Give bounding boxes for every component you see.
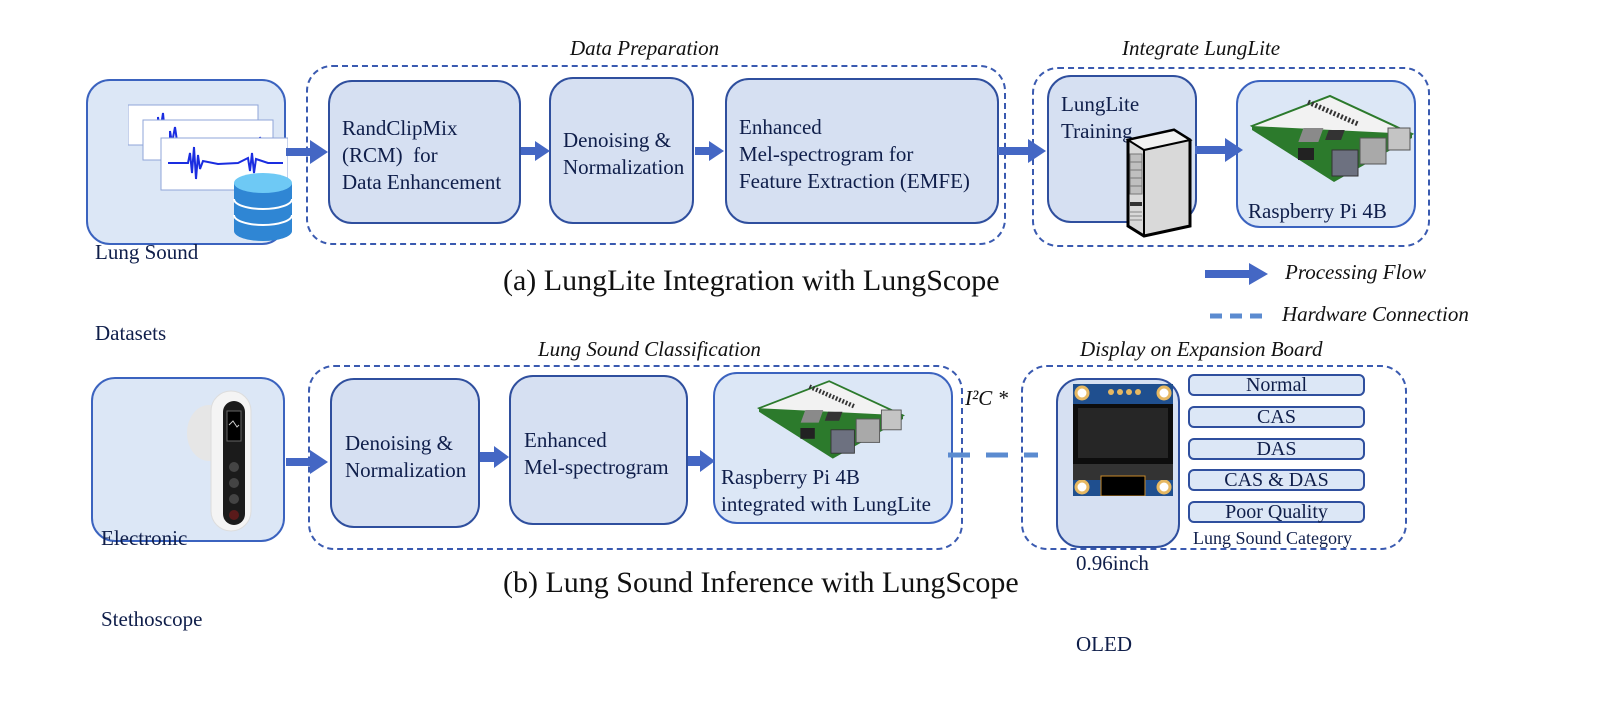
oled-label: 0.96inch OLED: [1076, 496, 1149, 712]
display-expansion-board-title: Display on Expansion Board: [1080, 337, 1323, 361]
server-icon: [1125, 128, 1193, 238]
category-cas-and-das: CAS & DAS: [1188, 469, 1365, 491]
database-icon: [233, 173, 293, 241]
display-expansion-board-group: [1021, 365, 1407, 550]
lung-sound-datasets-box: Lung Sound Datasets: [86, 79, 293, 345]
legend-processing-flow-arrow-icon: [1205, 263, 1268, 285]
emfe-step-box: Enhanced Mel-spectrogram for Feature Ext…: [725, 78, 999, 224]
label-line1: 0.96inch: [1076, 551, 1149, 575]
data-preparation-title: Data Preparation: [570, 36, 720, 60]
lung-sound-datasets-label: Lung Sound Datasets: [95, 185, 198, 401]
label-line2: OLED: [1076, 632, 1132, 656]
raspberry-pi-label: Raspberry Pi 4B: [1248, 199, 1387, 223]
electronic-stethoscope-label: Electronic Stethoscope: [101, 471, 202, 687]
denoising-inference-label: Denoising & Normalization: [345, 431, 467, 482]
raspberry-pi-box: Raspberry Pi 4B: [1236, 80, 1416, 228]
category-normal: Normal: [1188, 374, 1365, 396]
raspberry-pi-lunglite-label: Raspberry Pi 4B integrated with LungLite: [721, 465, 931, 516]
category-das: DAS: [1188, 438, 1365, 460]
category-cas: CAS: [1188, 406, 1365, 428]
lunglite-training-label: LungLite Training: [1061, 92, 1140, 143]
emfe-step-label: Enhanced Mel-spectrogram for Feature Ext…: [739, 115, 970, 193]
flow-arrow-datasets-to-rcm: [286, 140, 328, 164]
oled-display-icon: [1073, 384, 1173, 496]
legend-processing-flow-label: Processing Flow: [1285, 260, 1426, 284]
rcm-step-label: RandClipMix (RCM) for Data Enhancement: [342, 116, 502, 194]
flow-arrow-training-to-pi: [1195, 138, 1243, 162]
flow-arrow-rcm-to-denoising: [521, 141, 550, 161]
rcm-step-box: RandClipMix (RCM) for Data Enhancement: [328, 80, 521, 224]
denoising-step-label: Denoising & Normalization: [563, 128, 685, 179]
mel-spectrogram-inference-box: Enhanced Mel-spectrogram: [509, 375, 688, 525]
lung-sound-category-label: Lung Sound Category: [1193, 528, 1352, 548]
label-line2: Stethoscope: [101, 607, 203, 631]
label-line1: Electronic: [101, 526, 188, 550]
label-line1: Lung Sound: [95, 240, 199, 264]
raspberry-pi-board-icon: [757, 380, 905, 459]
part-b-caption: (b) Lung Sound Inference with LungScope: [503, 566, 1019, 599]
integrate-lunglite-title: Integrate LungLite: [1122, 36, 1281, 60]
flow-arrow-emfe-to-training: [998, 139, 1046, 163]
flow-arrow-denoising-to-emfe: [695, 141, 724, 161]
hardware-connection-line: [948, 452, 1038, 458]
lunglite-training-box: LungLite Training: [1047, 75, 1197, 223]
flow-arrow-mel-to-pi: [688, 450, 715, 472]
denoising-inference-box: Denoising & Normalization: [330, 378, 480, 528]
part-a-caption: (a) LungLite Integration with LungScope: [503, 264, 1000, 297]
electronic-stethoscope-box: Electronic Stethoscope: [91, 377, 285, 631]
legend-hardware-connection-line-icon: [1210, 313, 1270, 319]
category-poor-quality: Poor Quality: [1188, 501, 1365, 523]
lung-sound-classification-title: Lung Sound Classification: [538, 337, 761, 361]
raspberry-pi-lunglite-box: Raspberry Pi 4B integrated with LungLite: [713, 372, 953, 524]
oled-box: 0.96inch OLED: [1056, 378, 1180, 656]
mel-spectrogram-inference-label: Enhanced Mel-spectrogram: [524, 428, 669, 479]
electronic-stethoscope-icon: [187, 390, 252, 532]
label-line2: Datasets: [95, 321, 167, 345]
i2c-connection-label: I²C *: [965, 386, 1009, 410]
raspberry-pi-board-icon: [1249, 94, 1415, 182]
legend-hardware-connection-label: Hardware Connection: [1282, 302, 1469, 326]
denoising-step-box: Denoising & Normalization: [549, 77, 694, 224]
flow-arrow-stethoscope-to-denoising: [286, 450, 328, 474]
flow-arrow-denoising-to-mel: [480, 446, 509, 468]
